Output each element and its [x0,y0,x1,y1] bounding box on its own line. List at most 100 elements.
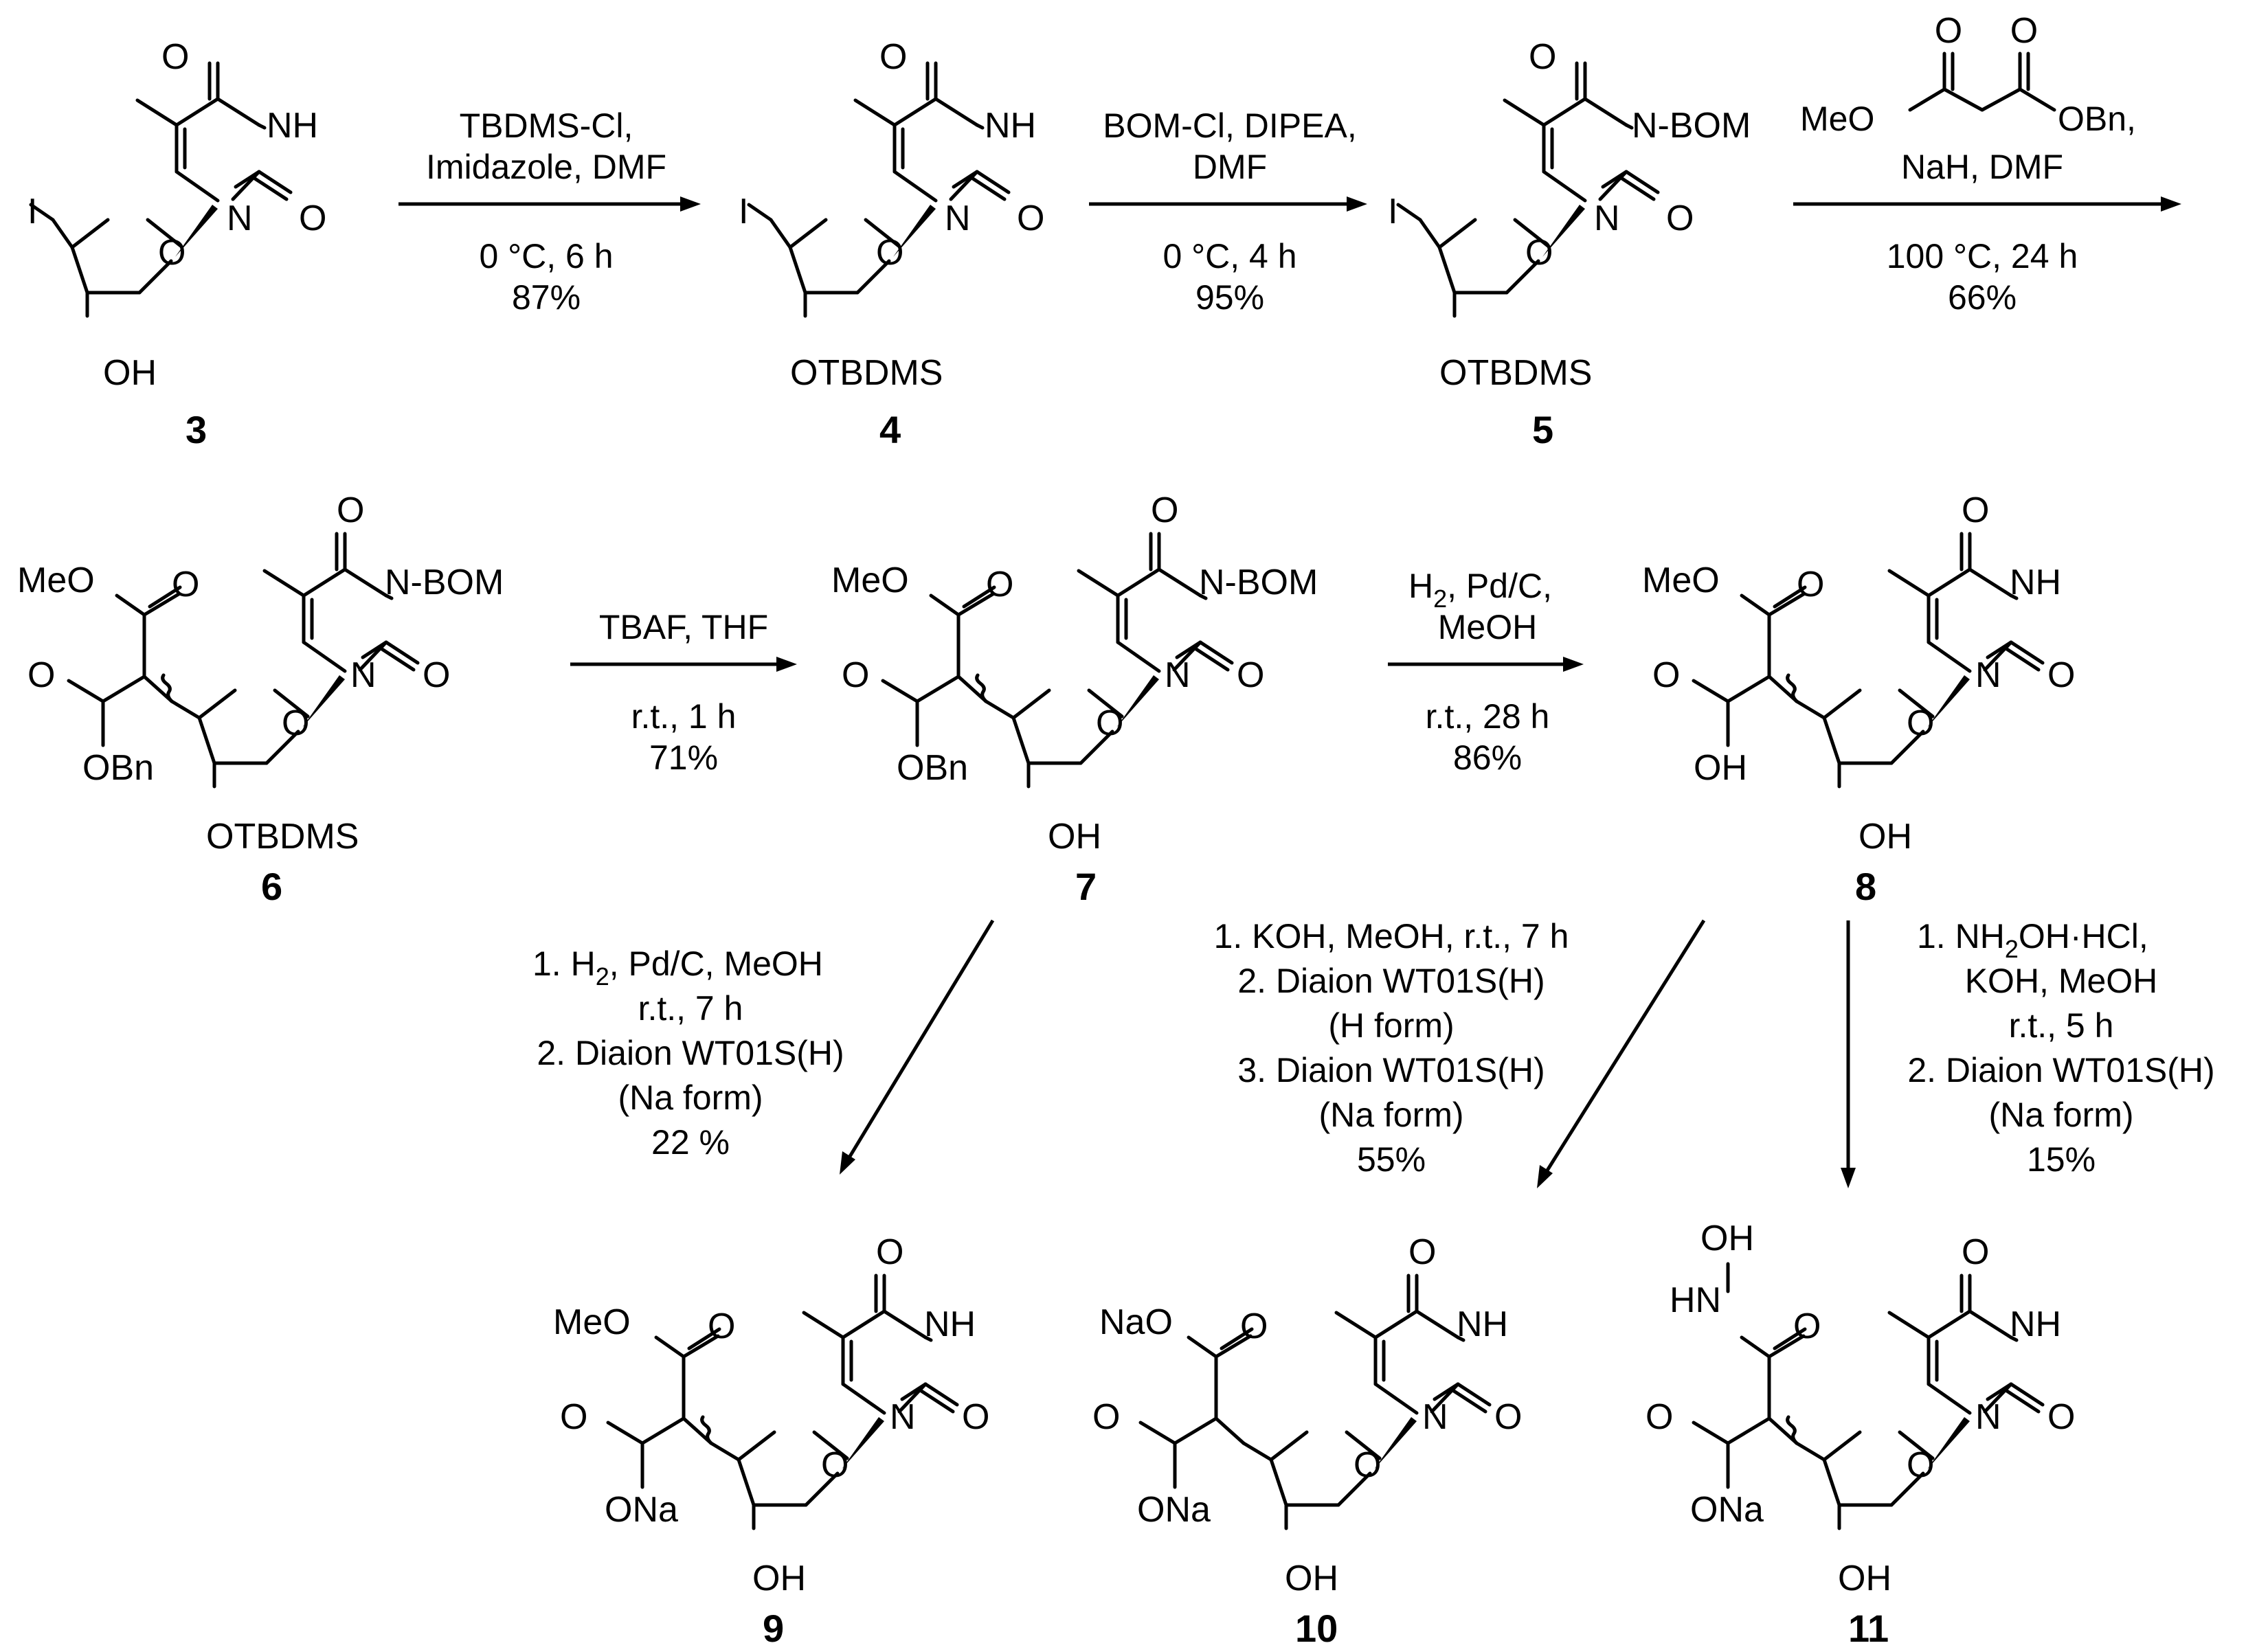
compound-number: 8 [1855,865,1876,908]
condition-text: 2. Diaion WT01S(H) [1237,962,1545,1000]
compound-number: 10 [1295,1607,1338,1650]
atom-label: O [172,565,199,604]
condition-text: 95% [1195,278,1264,317]
atom-label: N-BOM [1632,106,1751,146]
atom-label: OTBDMS [206,817,359,857]
atom-label: MeO [553,1302,631,1342]
condition-text: 100 °C, 24 h [1887,237,2078,275]
condition-text: 87% [512,278,581,317]
condition-text: (Na form) [1318,1096,1463,1134]
atom-label: N [1975,1397,2001,1437]
compound-5: O N-BOM N O O I OTBDMS 5 [1388,37,1751,451]
atom-label: OH [1858,817,1912,857]
condition-text: 1. H2, Pd/C, MeOH [532,944,823,991]
atom-label: O [1240,1306,1268,1346]
condition-text: 0 °C, 4 h [1163,237,1296,275]
atom-label: MeO [17,561,95,600]
compound-6: O N-BOM N O O MeO O O OBn OTBDMS 6 [17,490,504,908]
condition-text: 15% [2027,1140,2096,1179]
atom-label: N-BOM [1199,563,1318,602]
atom-label: O [962,1397,989,1437]
reagent-structure [1908,52,2056,112]
condition-text: Imidazole, DMF [426,148,666,186]
atom-label: O [1237,655,1264,695]
condition-text: DMF [1193,148,1267,186]
atom-label: HN [1670,1280,1721,1320]
reaction-arrow-8: 1. NH2OH·HCl, KOH, MeOH r.t., 5 h 2. Dia… [1841,917,2215,1188]
atom-label: O [1652,655,1680,695]
atom-label: NaO [1099,1302,1173,1342]
atom-label: OBn [897,748,968,788]
atom-label: MeO [1642,561,1720,600]
condition-text: r.t., 7 h [638,989,743,1028]
reaction-arrow-6: 1. H2, Pd/C, MeOH r.t., 7 h 2. Diaion WT… [532,919,995,1175]
atom-label: O [1793,1306,1821,1346]
atom-label: O [2047,1397,2075,1437]
atom-label: O [299,199,326,238]
condition-text: NaH, DMF [1901,148,2063,186]
compound-8: O NH N O O MeO O O OH OH 8 [1642,490,2075,908]
atom-label: O [337,490,364,530]
atom-label: OBn [82,748,154,788]
atom-label: OTBDMS [1439,353,1592,393]
reaction-arrow-5: H2, Pd/C, MeOH r.t., 28 h 86% [1388,567,1584,777]
atom-label: OTBDMS [790,353,943,393]
atom-label: N [350,655,377,695]
atom-label: ONa [1690,1490,1764,1530]
atom-label: N [1165,655,1191,695]
condition-text: 22 % [651,1123,730,1162]
condition-text: BOM-Cl, DIPEA, [1103,106,1356,145]
condition-text: 2. Diaion WT01S(H) [537,1034,844,1072]
atom-label: I [739,192,748,231]
compound-number: 11 [1848,1607,1889,1650]
atom-label: I [1388,192,1397,231]
atom-label: O [560,1397,587,1437]
compound-7: O N-BOM N O O MeO O O OBn OH 7 [831,490,1318,908]
condition-text: H2, Pd/C, [1408,567,1552,613]
atom-label: O [1096,703,1123,743]
condition-text: 66% [1948,278,2017,317]
atom-label: NH [2010,1304,2061,1344]
condition-text: 55% [1357,1140,1426,1179]
atom-label: ONa [605,1490,678,1530]
atom-label: O [1907,703,1934,743]
compound-4: O NH N O O I OTBDMS 4 [739,37,1044,451]
condition-text: KOH, MeOH [1965,962,2158,1000]
atom-label: N [1975,655,2001,695]
atom-label: O [1017,199,1044,238]
atom-label: NH [2010,563,2061,602]
atom-label: O [158,233,186,273]
condition-text: TBDMS-Cl, [460,106,633,145]
compound-number: 4 [879,408,901,451]
atom-label: N [227,199,253,238]
atom-label: O [282,703,309,743]
condition-text: MeO [1800,100,1874,138]
compound-number: 9 [763,1607,784,1650]
atom-label: OH [1694,748,1747,788]
atom-label: O [876,233,903,273]
atom-label: O [1092,1397,1120,1437]
compound-number: 3 [186,408,207,451]
atom-label: OH [752,1559,806,1598]
atom-label: OH [1700,1219,1754,1258]
atom-label: NH [985,106,1036,146]
compound-9: O NH N O O MeO O O ONa OH 9 [553,1232,989,1650]
compound-11: O NH N O O OH HN O O ONa OH 11 [1646,1219,2075,1650]
atom-label: O [1907,1445,1934,1485]
atom-label: O [1962,1232,1989,1272]
atom-label: O [1646,1397,1673,1437]
condition-text: r.t., 28 h [1426,697,1550,736]
atom-label: O [2047,655,2075,695]
atom-label: O [1494,1397,1522,1437]
reaction-arrow-1: TBDMS-Cl, Imidazole, DMF 0 °C, 6 h 87% [398,106,701,317]
condition-text: r.t., 1 h [631,697,737,736]
atom-label: O [27,655,55,695]
compound-number: 5 [1532,408,1553,451]
condition-text: 0 °C, 6 h [479,237,613,275]
compound-number: 6 [261,865,282,908]
atom-label: NH [1457,1304,1508,1344]
compound-10: O NH N O O NaO O O ONa OH 10 [1092,1232,1522,1650]
atom-label: O [161,37,189,77]
atom-label: O [1962,490,1989,530]
